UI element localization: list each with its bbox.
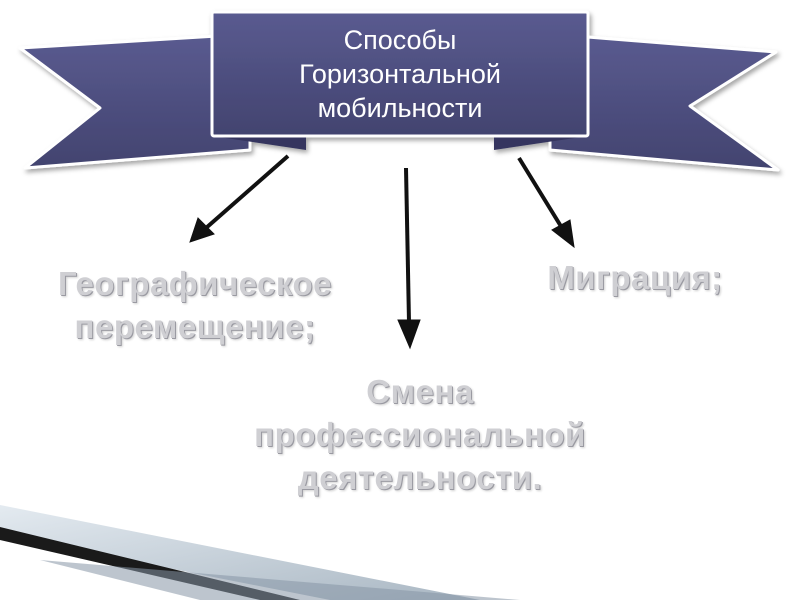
banner-center: [210, 10, 590, 138]
stripe-decoration: [0, 505, 520, 600]
arrows: [189, 154, 575, 350]
branch-migration: Миграция;: [547, 259, 723, 296]
branch-geographic-movement: Географическое перемещение;: [58, 265, 332, 345]
branch-profession-change: Смена профессиональной деятельности.: [254, 373, 586, 496]
arrow-down-icon: [517, 156, 575, 249]
arrow-down-icon: [189, 154, 290, 243]
banner: [18, 10, 780, 172]
banner-title: Способы Горизонтальной мобильности: [299, 25, 501, 123]
arrow-down-icon: [397, 167, 421, 350]
